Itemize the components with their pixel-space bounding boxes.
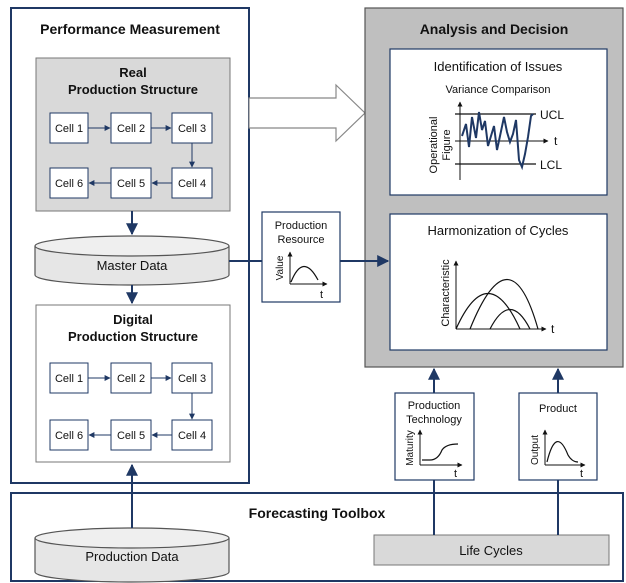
- digital-cell-1: Cell 1: [49, 362, 89, 394]
- production-resource-title-1: Production: [275, 220, 328, 232]
- maturity-label: Maturity: [405, 430, 416, 466]
- output-label: Output: [530, 435, 541, 465]
- characteristic-label: Characteristic: [440, 259, 452, 327]
- digital-cell-3-label: Cell 3: [178, 373, 206, 385]
- product-t-label: t: [580, 468, 583, 480]
- real-cell-5: Cell 5: [110, 167, 152, 199]
- harmonization-title: Harmonization of Cycles: [428, 223, 569, 238]
- issues-t-label: t: [554, 134, 558, 148]
- real-cell-4-label: Cell 4: [178, 178, 206, 190]
- resource-curve: [290, 265, 319, 283]
- analysis-decision-title: Analysis and Decision: [420, 21, 569, 37]
- technology-chart-axes: [417, 429, 463, 468]
- digital-cell-arrows: [88, 375, 195, 438]
- real-cell-3-label: Cell 3: [178, 123, 206, 135]
- variance-signal-line: [461, 111, 534, 171]
- figure-label: Figure: [441, 129, 453, 160]
- real-cell-arrows: [88, 125, 195, 186]
- digital-cell-3: Cell 3: [171, 362, 213, 394]
- real-structure-title-1: Real: [119, 65, 146, 80]
- production-resource-box: Production Resource Value t: [261, 211, 341, 303]
- real-cell-2: Cell 2: [110, 112, 152, 144]
- digital-cell-5: Cell 5: [110, 419, 152, 451]
- digital-production-structure: Digital Production Structure Cell 1 Cell…: [35, 304, 231, 463]
- production-resource-title-2: Resource: [277, 234, 324, 246]
- product-box: Product Output t: [518, 392, 598, 481]
- lcl-label: LCL: [540, 158, 562, 172]
- real-cell-1-label: Cell 1: [55, 123, 83, 135]
- real-production-structure: Real Production Structure Cell 1 Cell 2 …: [35, 57, 231, 212]
- real-cell-6: Cell 6: [49, 167, 89, 199]
- digital-structure-title-1: Digital: [113, 312, 153, 327]
- digital-cell-4: Cell 4: [171, 419, 213, 451]
- life-cycles-label: Life Cycles: [459, 543, 523, 558]
- issues-title: Identification of Issues: [434, 59, 563, 74]
- digital-cell-5-label: Cell 5: [117, 430, 145, 442]
- variance-comparison-label: Variance Comparison: [446, 84, 551, 96]
- digital-cell-4-label: Cell 4: [178, 430, 206, 442]
- production-data-label: Production Data: [85, 549, 179, 564]
- production-technology-box: Production Technology Maturity t: [394, 392, 475, 481]
- issues-box: Identification of Issues Variance Compar…: [389, 48, 608, 196]
- technology-t-label: t: [454, 468, 457, 480]
- production-data-database: Production Data: [34, 527, 230, 583]
- big-hollow-arrow: [248, 83, 366, 143]
- digital-cell-6-label: Cell 6: [55, 430, 83, 442]
- ucl-label: UCL: [540, 108, 564, 122]
- resource-t-label: t: [320, 289, 323, 301]
- cycles-t-label: t: [551, 322, 555, 336]
- performance-measurement-title: Performance Measurement: [40, 21, 220, 37]
- output-curve: [546, 441, 579, 463]
- production-technology-title-1: Production: [408, 400, 461, 412]
- operational-label: Operational: [428, 117, 440, 174]
- cycles-chart-axes: [453, 260, 547, 332]
- real-cell-6-label: Cell 6: [55, 178, 83, 190]
- real-cell-2-label: Cell 2: [117, 123, 145, 135]
- digital-structure-title-2: Production Structure: [68, 329, 198, 344]
- real-cell-1: Cell 1: [49, 112, 89, 144]
- real-cell-5-label: Cell 5: [117, 178, 145, 190]
- life-cycle-flow-arrows: [428, 367, 564, 535]
- life-cycles-box: Life Cycles: [373, 534, 610, 566]
- forecasting-toolbox-title: Forecasting Toolbox: [249, 505, 386, 521]
- digital-cell-2: Cell 2: [110, 362, 152, 394]
- cycle-curve-2: [469, 279, 539, 330]
- real-cell-3: Cell 3: [171, 112, 213, 144]
- harmonization-box: Harmonization of Cycles Characteristic t: [389, 213, 608, 351]
- maturity-curve: [422, 443, 459, 461]
- real-structure-title-2: Production Structure: [68, 82, 198, 97]
- value-label: Value: [275, 255, 286, 280]
- real-cell-4: Cell 4: [171, 167, 213, 199]
- production-technology-title-2: Technology: [406, 414, 462, 426]
- digital-cell-2-label: Cell 2: [117, 373, 145, 385]
- digital-cell-6: Cell 6: [49, 419, 89, 451]
- product-chart-axes: [542, 429, 586, 468]
- resource-chart-axes: [287, 251, 328, 287]
- product-title: Product: [539, 403, 577, 415]
- master-data-database: Master Data: [34, 235, 230, 286]
- master-data-label: Master Data: [97, 258, 169, 273]
- cycle-curve-3: [489, 309, 531, 330]
- digital-cell-1-label: Cell 1: [55, 373, 83, 385]
